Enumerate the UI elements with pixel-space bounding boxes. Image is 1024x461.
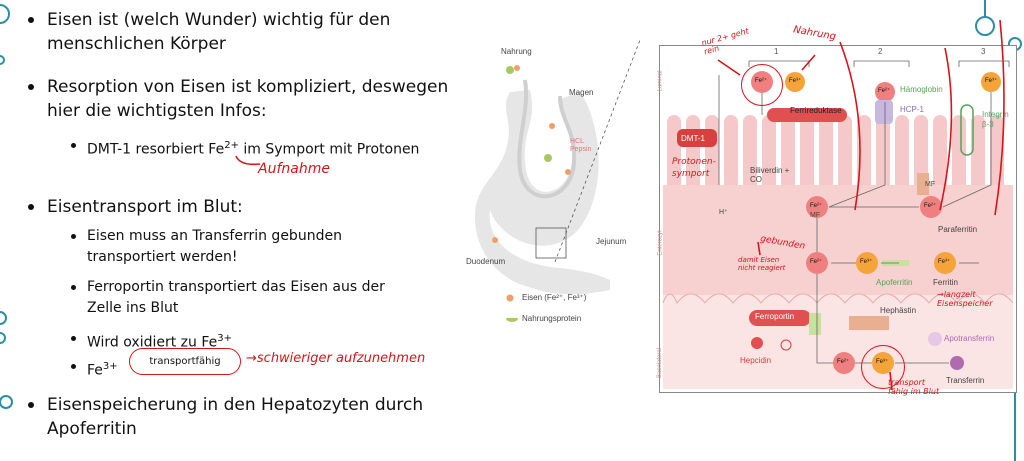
stomach-diagram: [474, 39, 641, 322]
fe3-label: Fe³⁺: [938, 259, 951, 265]
sub-bullet-item: Fe3+: [71, 356, 147, 382]
region-1-label: 1: [774, 47, 779, 56]
label-ferroportin: Ferroportin: [755, 312, 795, 321]
label-integrin: Integrin β-3: [982, 110, 1009, 129]
bullet-text: Eisen ist (welch Wunder) wichtig für den…: [47, 10, 391, 54]
handwritten-schwieriger: →schwieriger aufzunehmen: [246, 351, 426, 366]
bullet-text: im Symport mit Protonen: [238, 141, 420, 158]
handwritten-transport: transport fähig im Blut: [888, 378, 940, 396]
region-2-label: 2: [878, 47, 883, 56]
label-haemoglobin: Hämoglobin: [900, 85, 943, 94]
bullet-text: Eisenspeicherung in den Hepatozyten durc…: [47, 395, 424, 439]
bullet-text: Resorption von Eisen ist kompliziert, de…: [47, 77, 449, 121]
fe2-label: Fe²⁺: [837, 359, 850, 365]
bullet-dot: [28, 17, 34, 23]
bullet-item: Resorption von Eisen ist kompliziert, de…: [20, 75, 460, 123]
bullet-text: Eisentransport im Blut:: [47, 197, 243, 217]
handwritten-aufnahme: Aufnahme: [258, 161, 330, 177]
handwritten-protonen: Protonen- symport: [672, 157, 716, 179]
sub-bullet-item: Eisen muss an Transferrin gebunden trans…: [71, 226, 407, 268]
stomach-label-magen: Magen: [569, 88, 594, 97]
label-dmt1: DMT-1: [681, 134, 705, 143]
bullet-dot: [71, 364, 76, 369]
fe3-label: Fe³⁺: [789, 78, 802, 84]
label-hplus: H⁺: [719, 209, 728, 216]
transportfaehig-text: transportfähig: [149, 356, 221, 367]
superscript: 2+: [224, 140, 239, 151]
handwritten-damit: damit Eisen nicht reagiert: [738, 256, 786, 272]
label-paraferritin: Paraferritin: [938, 225, 978, 234]
label-hepcidin: Hepcidin: [740, 356, 772, 365]
annotation-underline: [235, 155, 261, 166]
bullet-text: Fe: [87, 362, 103, 379]
label-apotransferrin: Apotransferrin: [944, 334, 995, 343]
annotation-circle: [741, 64, 783, 106]
legend-protein: Nahrungsprotein: [522, 314, 582, 323]
superscript: 3+: [217, 333, 232, 344]
legend-iron: Eisen (Fe²⁺, Fe³⁺): [522, 293, 587, 302]
label-ferritin: Ferritin: [933, 278, 958, 287]
bullet-dot: [71, 336, 76, 341]
handwritten-nahrung: Nahrung: [792, 24, 837, 43]
label-transferrin: Transferrin: [946, 376, 985, 385]
stomach-label-nahrung: Nahrung: [501, 47, 532, 56]
bullet-text: Ferroportin transportiert das Eisen aus …: [87, 279, 385, 316]
fe3-label: Fe³⁺: [985, 78, 998, 84]
fe2-label: Fe²⁺: [810, 259, 823, 265]
fe2-label: Fe²⁺: [924, 203, 937, 209]
bullet-item: Eisen ist (welch Wunder) wichtig für den…: [20, 8, 440, 56]
bullet-dot: [71, 234, 76, 239]
stomach-label-duodenum: Duodenum: [466, 257, 506, 266]
stomach-label-hcl: HCL Pepsin: [570, 138, 592, 153]
side-label-basolateral: Basolateral: [657, 347, 664, 379]
bullet-item: Eisentransport im Blut:: [20, 195, 440, 219]
side-label-luminal: Luminal: [657, 70, 664, 92]
label-mf: MF: [925, 181, 936, 188]
handwritten-langzeit: →langzeit Eisenspeicher: [937, 290, 993, 308]
stomach-label-jejunum: Jejunum: [596, 237, 627, 246]
fe2-label: Fe²⁺: [878, 88, 891, 94]
label-hcp1: HCP-1: [900, 105, 925, 114]
label-biliverdin: Biliverdin + CO: [750, 166, 790, 184]
superscript: 3+: [102, 361, 118, 372]
bullet-dot: [71, 285, 76, 290]
fe2-label: Fe²⁺: [810, 203, 823, 209]
sub-bullet-item: Wird oxidiert zu Fe3+: [71, 328, 417, 354]
sub-bullet-item: DMT-1 resorbiert Fe2+ im Symport mit Pro…: [71, 135, 427, 161]
fe3-label: Fe³⁺: [860, 259, 873, 265]
bullet-text: Wird oxidiert zu Fe: [87, 334, 218, 351]
bullet-text: Eisen muss an Transferrin gebunden trans…: [87, 228, 342, 265]
label-ferrireduktase: Ferrireduktase: [790, 106, 842, 115]
bullet-item: Eisenspeicherung in den Hepatozyten durc…: [20, 393, 440, 441]
label-mf: MF: [810, 212, 821, 219]
bullet-dot: [28, 402, 34, 408]
region-3-label: 3: [981, 47, 986, 56]
label-apoferritin: Apoferritin: [876, 278, 913, 287]
bullet-dot: [28, 204, 34, 210]
bullet-dot: [28, 84, 34, 90]
label-hephaestin: Hephästin: [880, 306, 917, 315]
bullet-text: DMT-1 resorbiert Fe: [87, 141, 225, 158]
bullet-dot: [71, 143, 76, 148]
side-label-enterozyt: Enterozyt: [657, 230, 664, 256]
cell-diagram: [659, 45, 1017, 393]
sub-bullet-item: Ferroportin transportiert das Eisen aus …: [71, 277, 417, 319]
transportfaehig-box: transportfähig: [129, 348, 241, 375]
annotation-circle: [861, 345, 905, 389]
